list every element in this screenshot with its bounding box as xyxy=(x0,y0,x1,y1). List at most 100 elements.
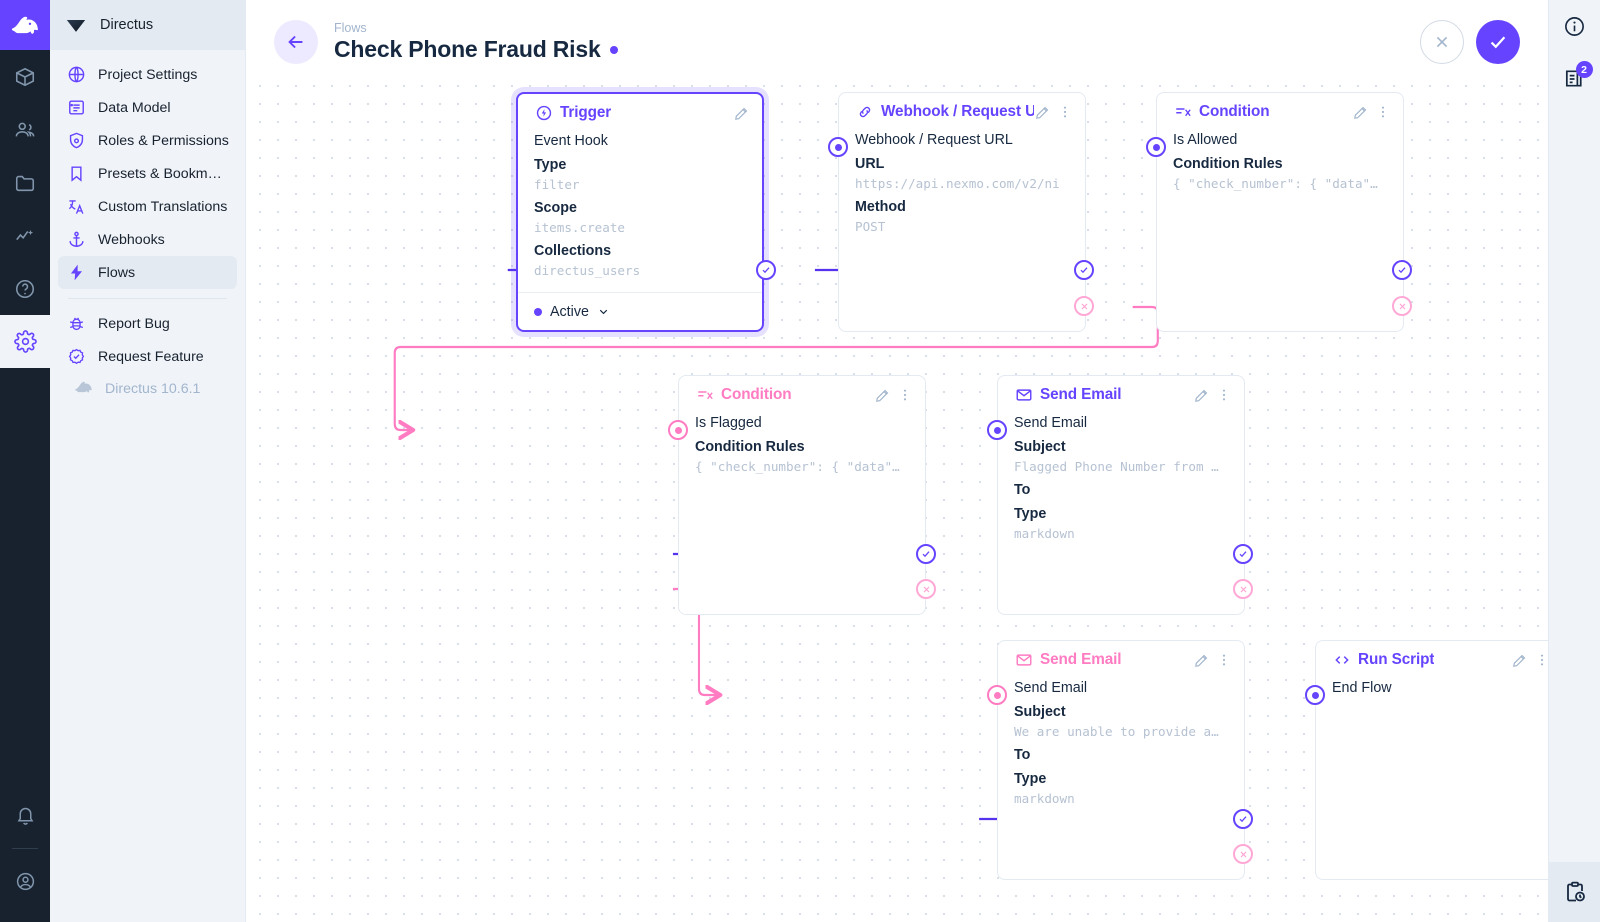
module-item-content[interactable] xyxy=(0,50,50,103)
node-tools xyxy=(1511,652,1548,669)
send-email-unable-resolve-handle[interactable] xyxy=(1233,809,1253,829)
sidebar-item-flows[interactable]: Flows xyxy=(58,256,237,289)
condition-allowed-input-handle[interactable] xyxy=(1146,137,1166,157)
sidebar-item-report-bug[interactable]: Report Bug xyxy=(58,307,237,340)
flow-node-condition-flagged[interactable]: Condition Is Flagged Condition Rules { "… xyxy=(678,375,926,615)
flow-node-trigger[interactable]: Trigger Event Hook Type filter Scope ite… xyxy=(516,92,764,332)
condition-flagged-reject-handle[interactable] xyxy=(916,579,936,599)
flow-node-condition-allowed[interactable]: Condition Is Allowed Condition Rules { "… xyxy=(1156,92,1404,332)
flow-node-send-email-unable[interactable]: Send Email Send Email Subject We are una… xyxy=(997,640,1245,880)
flow-node-run-script[interactable]: Run Script End Flow xyxy=(1315,640,1548,880)
directus-logo[interactable] xyxy=(0,0,50,50)
send-email-unable-input-handle[interactable] xyxy=(987,685,1007,705)
condition-allowed-reject-handle[interactable] xyxy=(1392,296,1412,316)
page-title: Check Phone Fraud Risk xyxy=(334,36,601,62)
node-body: Event Hook Type filter Scope items.creat… xyxy=(518,132,762,280)
node-tools xyxy=(1193,652,1232,669)
edit-pencil-icon[interactable] xyxy=(1193,387,1210,404)
field-value: POST xyxy=(855,219,886,234)
edit-pencil-icon[interactable] xyxy=(1193,652,1210,669)
title-row: Check Phone Fraud Risk xyxy=(334,36,618,63)
edit-pencil-icon[interactable] xyxy=(1352,104,1369,121)
module-item-insights[interactable] xyxy=(0,209,50,262)
mail-icon xyxy=(1014,386,1033,405)
sidebar-item-custom-translations[interactable]: Custom Translations xyxy=(58,190,237,223)
condition-icon xyxy=(695,386,714,405)
edit-pencil-icon[interactable] xyxy=(1511,652,1528,669)
module-item-users[interactable] xyxy=(0,103,50,156)
edit-pencil-icon[interactable] xyxy=(1034,104,1051,121)
status-badge: Active xyxy=(550,303,589,320)
send-email-flagged-reject-handle[interactable] xyxy=(1233,579,1253,599)
field-value: { "check_number": { "data"… xyxy=(1173,176,1378,191)
cancel-button[interactable] xyxy=(1420,20,1464,64)
module-item-settings[interactable] xyxy=(0,315,50,368)
webhook-resolve-handle[interactable] xyxy=(1074,260,1094,280)
send-email-flagged-input-handle[interactable] xyxy=(987,420,1007,440)
more-options-icon[interactable] xyxy=(1375,104,1391,120)
version-text: Directus 10.6.1 xyxy=(105,381,201,397)
folder-icon xyxy=(15,175,35,191)
node-title: Webhook / Request U xyxy=(881,103,1034,120)
sidebar-item-data-model[interactable]: Data Model xyxy=(58,91,237,124)
sidebar-item-request-feature[interactable]: Request Feature xyxy=(58,340,237,373)
trigger-resolve-handle[interactable] xyxy=(756,260,776,280)
condition-allowed-resolve-handle[interactable] xyxy=(1392,260,1412,280)
right-sidebar: 2 xyxy=(1548,0,1600,922)
activity-button[interactable] xyxy=(1548,862,1600,922)
sidebar-divider xyxy=(68,298,227,299)
flow-node-webhook[interactable]: Webhook / Request U Webhook / Request UR… xyxy=(838,92,1086,332)
flow-logs-button[interactable]: 2 xyxy=(1549,52,1600,104)
more-options-icon[interactable] xyxy=(1534,652,1548,668)
project-header[interactable]: Directus xyxy=(50,0,245,50)
breadcrumb[interactable]: Flows xyxy=(334,21,367,35)
node-header: Send Email xyxy=(998,376,1244,414)
save-button[interactable] xyxy=(1476,20,1520,64)
back-button[interactable] xyxy=(274,20,318,64)
close-x-icon xyxy=(1436,36,1448,48)
sidebar-item-roles-permissions[interactable]: Roles & Permissions xyxy=(58,124,237,157)
public-globe-icon xyxy=(66,65,86,85)
module-item-docs[interactable] xyxy=(0,262,50,315)
node-primary-label: Is Flagged xyxy=(695,415,762,431)
webhook-input-handle[interactable] xyxy=(828,137,848,157)
edit-pencil-icon[interactable] xyxy=(874,387,891,404)
sidebar-item-presets-bookmarks[interactable]: Presets & Bookmar... xyxy=(58,157,237,190)
field-label: Scope xyxy=(534,200,577,216)
node-tools xyxy=(1034,104,1073,121)
sidebar-item-webhooks[interactable]: Webhooks xyxy=(58,223,237,256)
title-block: Flows Check Phone Fraud Risk xyxy=(334,21,618,63)
module-item-files[interactable] xyxy=(0,156,50,209)
webhook-reject-handle[interactable] xyxy=(1074,296,1094,316)
condition-flagged-resolve-handle[interactable] xyxy=(916,544,936,564)
node-status-footer[interactable]: Active xyxy=(518,292,762,330)
account-button[interactable] xyxy=(0,855,50,908)
analytics-icon xyxy=(16,229,34,240)
sidebar-item-project-settings[interactable]: Project Settings xyxy=(58,58,237,91)
send-email-unable-reject-handle[interactable] xyxy=(1233,844,1253,864)
send-email-flagged-resolve-handle[interactable] xyxy=(1233,544,1253,564)
more-options-icon[interactable] xyxy=(1216,387,1232,403)
field-value: Flagged Phone Number from … xyxy=(1014,459,1219,474)
field-value: markdown xyxy=(1014,526,1075,541)
sidebar-item-label: Data Model xyxy=(98,99,171,116)
rabbit-icon xyxy=(74,379,93,399)
edit-pencil-icon[interactable] xyxy=(733,105,750,122)
sidebar-item-label: Request Feature xyxy=(98,348,204,365)
handle-dot xyxy=(993,426,1001,434)
condition-flagged-input-handle[interactable] xyxy=(668,420,688,440)
bell-icon xyxy=(17,807,33,825)
node-header: Condition xyxy=(679,376,925,414)
handle-dot xyxy=(993,691,1001,699)
info-button[interactable] xyxy=(1549,0,1600,52)
flow-node-send-email-flagged[interactable]: Send Email Send Email Subject Flagged Ph… xyxy=(997,375,1245,615)
run-script-input-handle[interactable] xyxy=(1305,685,1325,705)
more-options-icon[interactable] xyxy=(897,387,913,403)
chevron-down-icon[interactable] xyxy=(597,305,610,318)
node-title: Trigger xyxy=(560,104,612,121)
notifications-button[interactable] xyxy=(0,789,50,842)
flow-editor-main: Trigger Event Hook Type filter Scope ite… xyxy=(246,0,1548,922)
more-options-icon[interactable] xyxy=(1216,652,1232,668)
box-icon xyxy=(15,67,35,86)
more-options-icon[interactable] xyxy=(1057,104,1073,120)
